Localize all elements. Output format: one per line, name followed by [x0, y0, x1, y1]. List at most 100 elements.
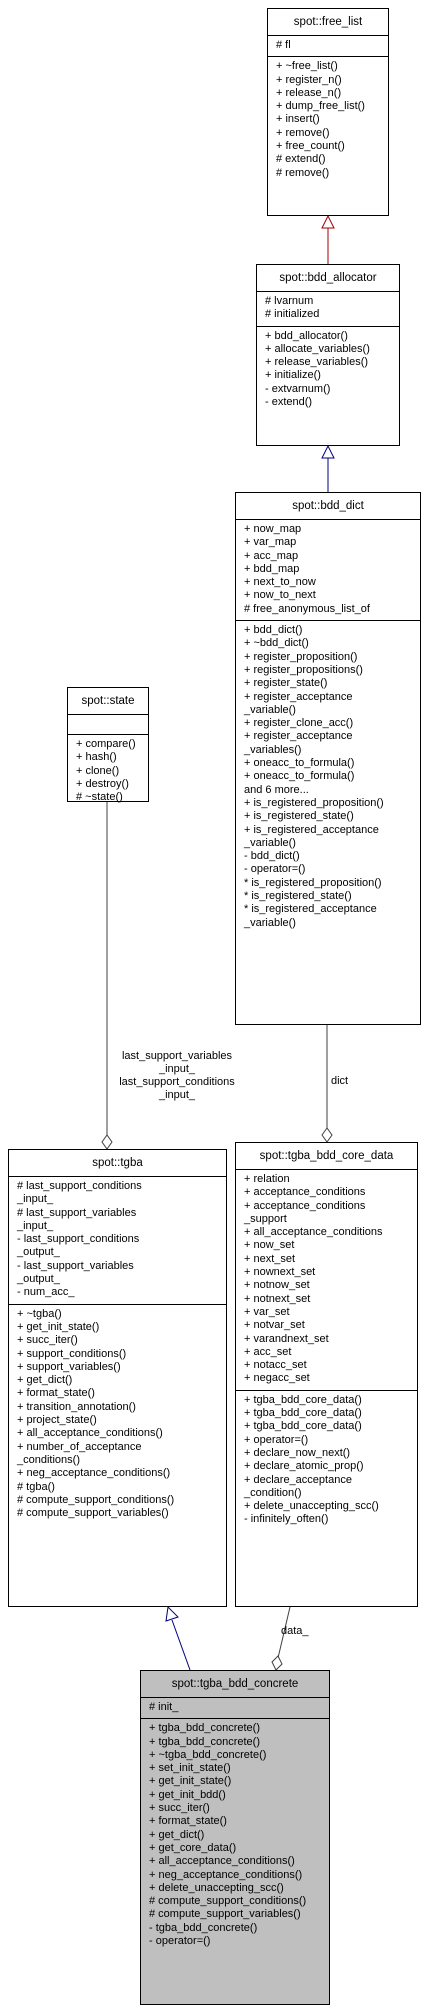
member-line: + var_set [244, 1305, 290, 1318]
member-line: + set_init_state() [149, 1762, 231, 1775]
member-line: + register_propositions() [244, 663, 363, 676]
member-line: and 6 more... [244, 783, 309, 796]
member-line: + relation [244, 1173, 290, 1185]
member-line: + format_state() [149, 1815, 227, 1828]
class-title: spot::state [68, 688, 148, 715]
methods-section: + compare()+ hash()+ clone()+ destroy()#… [68, 734, 148, 808]
member-line: - operator=() [149, 1935, 211, 1948]
member-line: + oneacc_to_formula() [244, 757, 355, 770]
member-line: + acc_map [244, 549, 299, 562]
member-line: + get_init_state() [17, 1320, 100, 1333]
member-line: _variables() [244, 743, 302, 756]
member-line: * is_registered_proposition() [244, 876, 382, 889]
class-title: spot::bdd_allocator [257, 265, 399, 292]
member-line: + oneacc_to_formula() [244, 770, 355, 783]
inheritance-arrowhead [321, 214, 335, 229]
methods-section: + ~tgba()+ get_init_state()+ succ_iter()… [9, 1303, 226, 1525]
member-line: + number_of_acceptance [17, 1440, 142, 1453]
edge-core_data-to-concrete [277, 1606, 291, 1659]
member-line: + destroy() [76, 777, 129, 790]
member-line: _output_ [17, 1246, 60, 1259]
methods-section: + tgba_bdd_core_data()+ tgba_bdd_core_da… [236, 1389, 417, 1531]
member-line: + succ_iter() [17, 1334, 78, 1347]
member-line: + register_acceptance [244, 690, 353, 703]
member-line: + neg_acceptance_conditions() [149, 1868, 303, 1881]
member-line: + next_set [244, 1252, 296, 1265]
member-line: _support [244, 1212, 287, 1225]
member-line: + remove() [276, 126, 330, 139]
edge-label-state-tgba: last_support_variables _input_ last_supp… [102, 1050, 252, 1102]
member-line: + is_registered_acceptance [244, 823, 379, 836]
methods-section: + bdd_allocator()+ allocate_variables()+… [257, 325, 399, 414]
member-line: + is_registered_proposition() [244, 796, 384, 809]
member-line: - last_support_variables [17, 1259, 134, 1272]
member-line: # compute_support_conditions() [17, 1493, 175, 1506]
member-line: # tgba() [17, 1480, 55, 1493]
member-line: + initialize() [265, 369, 321, 382]
member-line: # init_ [149, 1701, 179, 1713]
class-bdd-dict[interactable]: spot::bdd_dict + now_map+ var_map+ acc_m… [235, 492, 421, 1025]
member-line: _input_ [17, 1219, 54, 1232]
member-line: - last_support_conditions [17, 1233, 140, 1246]
class-free-list[interactable]: spot::free_list # fl + ~free_list()+ reg… [267, 8, 389, 216]
member-line: + ~tgba_bdd_concrete() [149, 1748, 267, 1761]
aggregation-diamond [321, 1127, 333, 1143]
inheritance-arrowhead [165, 1605, 179, 1622]
edge-label-line: last_support_conditions [119, 1076, 235, 1088]
member-line: + acceptance_conditions [244, 1199, 366, 1212]
class-tgba[interactable]: spot::tgba # last_support_conditions_inp… [8, 1149, 227, 1607]
member-line: + free_count() [276, 140, 345, 153]
member-line: + hash() [76, 751, 117, 764]
edge-label-data: data_ [281, 1625, 309, 1637]
member-line: + project_state() [17, 1414, 97, 1427]
member-line: + delete_unaccepting_scc() [244, 1500, 379, 1513]
attributes-section: # last_support_conditions_input_# last_s… [9, 1177, 226, 1304]
member-line: + support_variables() [17, 1360, 121, 1373]
member-line: + get_dict() [149, 1828, 205, 1841]
member-line: + get_init_state() [149, 1775, 232, 1788]
member-line: + now_to_next [244, 589, 316, 602]
member-line: # compute_support_variables() [17, 1507, 169, 1520]
member-line: + allocate_variables() [265, 342, 370, 355]
attributes-section: + now_map+ var_map+ acc_map+ bdd_map+ ne… [236, 520, 420, 620]
class-title: spot::free_list [268, 9, 388, 36]
member-line: + tgba_bdd_core_data() [244, 1393, 362, 1406]
attributes-section: # fl [268, 36, 388, 56]
member-line: + tgba_bdd_concrete() [149, 1735, 260, 1748]
member-line: + acc_set [244, 1345, 292, 1358]
member-line: + now_map [244, 523, 302, 535]
class-title: spot::tgba_bdd_core_data [236, 1143, 417, 1170]
member-line: + varandnext_set [244, 1332, 329, 1345]
member-line: # last_support_conditions [17, 1180, 142, 1192]
member-line: + register_n() [276, 73, 342, 86]
class-title: spot::tgba [9, 1150, 226, 1177]
member-line: + register_state() [244, 677, 328, 690]
member-line: + notnext_set [244, 1292, 311, 1305]
member-line: - extvarnum() [265, 382, 331, 395]
member-line: _variable() [244, 916, 296, 929]
member-line: + is_registered_state() [244, 810, 354, 823]
member-line: + all_acceptance_conditions() [17, 1427, 163, 1440]
class-tgba-bdd-concrete[interactable]: spot::tgba_bdd_concrete # init_ + tgba_b… [140, 1670, 330, 2005]
member-line: # free_anonymous_list_of [244, 602, 370, 615]
member-line: + get_core_data() [149, 1841, 237, 1854]
edge-label-line: _input_ [158, 1089, 196, 1101]
member-line: - extend() [265, 396, 313, 409]
member-line: - operator=() [244, 863, 306, 876]
member-line: _output_ [17, 1273, 60, 1286]
edge-concrete-to-tgba [171, 1619, 191, 1671]
class-bdd-allocator[interactable]: spot::bdd_allocator # lvarnum# initializ… [256, 264, 400, 446]
member-line: + release_variables() [265, 356, 369, 369]
member-line: + var_map [244, 536, 297, 549]
attributes-section: + relation+ acceptance_conditions+ accep… [236, 1170, 417, 1390]
member-line: + declare_acceptance [244, 1473, 352, 1486]
member-line: # remove() [276, 166, 330, 179]
class-tgba-bdd-core-data[interactable]: spot::tgba_bdd_core_data + relation+ acc… [235, 1142, 418, 1607]
member-line: + nownext_set [244, 1266, 316, 1279]
member-line: _condition() [244, 1486, 302, 1499]
methods-section: + ~free_list()+ register_n()+ release_n(… [268, 56, 388, 184]
member-line: + dump_free_list() [276, 100, 365, 113]
class-state[interactable]: spot::state + compare()+ hash()+ clone()… [67, 687, 149, 803]
member-line: + now_set [244, 1239, 295, 1252]
